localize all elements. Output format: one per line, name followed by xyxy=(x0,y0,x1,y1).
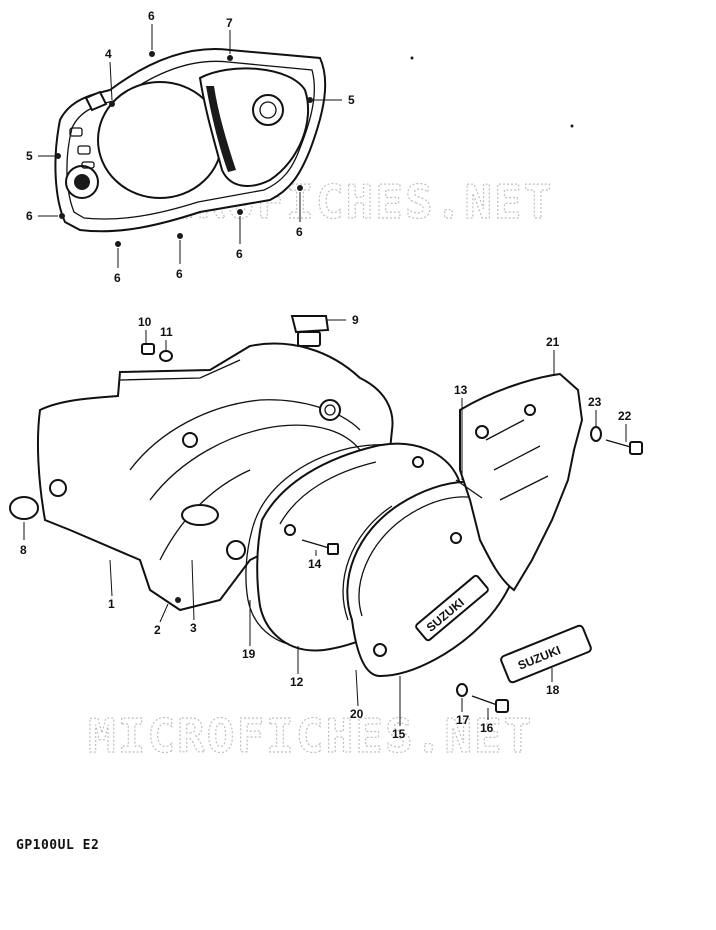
callout-3: 3 xyxy=(190,621,197,635)
callout-21: 21 xyxy=(546,335,560,349)
callout-12: 12 xyxy=(290,675,304,689)
callout-1: 1 xyxy=(108,597,115,611)
bolt-13 xyxy=(455,479,483,499)
callout-11: 11 xyxy=(160,325,173,339)
callout-6-left: 6 xyxy=(26,209,33,223)
callout-18: 18 xyxy=(546,683,560,697)
callout-16: 16 xyxy=(480,721,494,735)
right-crankcase-cover-upper xyxy=(54,48,327,247)
bolt-14 xyxy=(301,539,339,555)
callout-23: 23 xyxy=(588,395,602,409)
callout-6-bottom-2: 6 xyxy=(176,267,183,281)
oil-filler-cap xyxy=(290,315,330,347)
speck-2 xyxy=(570,124,574,128)
leader-lines-bottom xyxy=(23,319,627,726)
callout-8: 8 xyxy=(20,543,27,557)
callout-19: 19 xyxy=(242,647,256,661)
callout-9: 9 xyxy=(352,313,359,327)
callout-7: 7 xyxy=(226,16,233,30)
watermark-bottom: MICROFICHES.NET xyxy=(88,709,533,763)
callout-17: 17 xyxy=(456,713,470,727)
leader-lines-top xyxy=(38,24,342,268)
washer-23-bolt-22 xyxy=(590,426,643,455)
callout-20: 20 xyxy=(350,707,364,721)
callout-22: 22 xyxy=(618,409,632,423)
model-code: GP100UL E2 xyxy=(16,838,100,853)
callout-4: 4 xyxy=(105,47,112,61)
emblem-18: SUZUKI xyxy=(500,624,592,684)
callout-6-bottom-4: 6 xyxy=(296,225,303,239)
callout-5-right: 5 xyxy=(348,93,355,107)
drain-plug xyxy=(9,496,39,520)
callout-13: 13 xyxy=(454,383,468,397)
callout-5-left: 5 xyxy=(26,149,33,163)
callout-10: 10 xyxy=(138,315,152,329)
small-bolt-10-washer-11 xyxy=(141,343,173,362)
callout-6-bottom-1: 6 xyxy=(114,271,121,285)
callout-6-bottom-3: 6 xyxy=(236,247,243,261)
washer-17-bolt-16 xyxy=(456,683,509,713)
side-cover-21 xyxy=(459,372,584,592)
crankcase xyxy=(36,342,394,612)
gasket-20 xyxy=(342,505,393,621)
speck-1 xyxy=(410,56,414,60)
callout-15: 15 xyxy=(392,727,406,741)
callout-6-top: 6 xyxy=(148,9,155,23)
callout-2: 2 xyxy=(154,623,161,637)
callout-14: 14 xyxy=(308,557,322,571)
